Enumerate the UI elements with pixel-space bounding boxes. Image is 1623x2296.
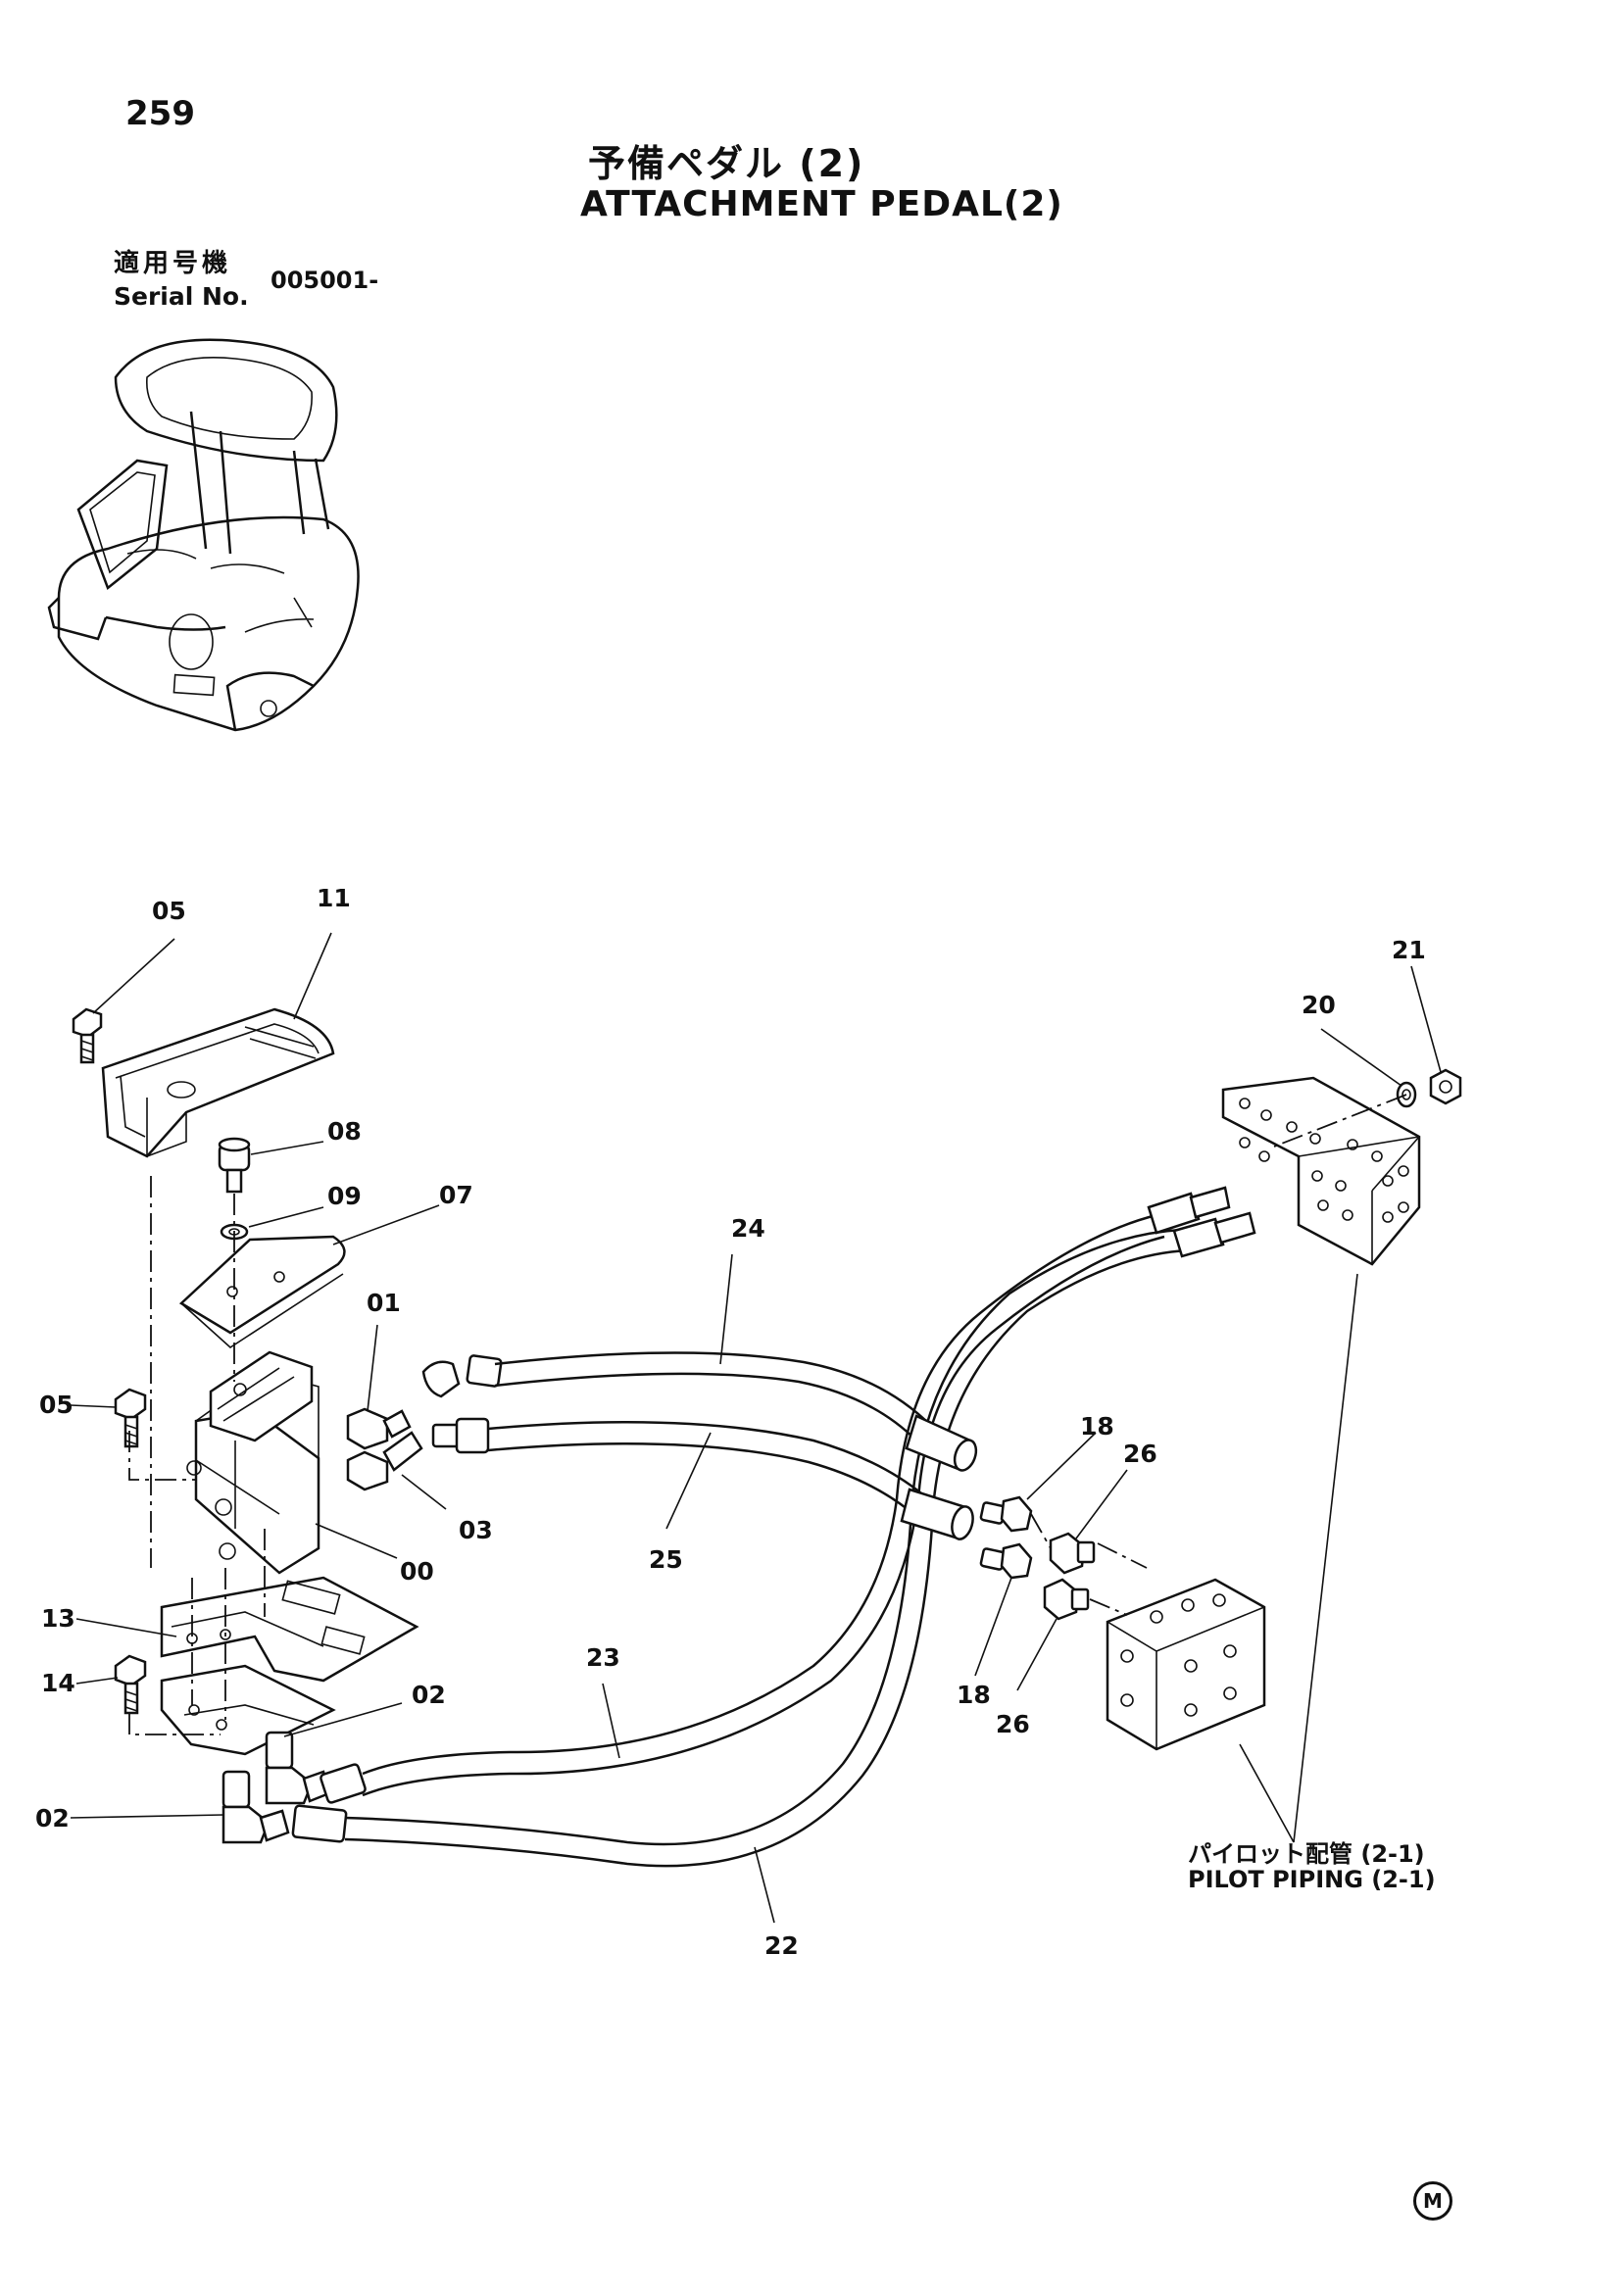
serial-label-en: Serial No. <box>114 282 249 311</box>
nut-part-21 <box>1429 1068 1462 1105</box>
callout-21: 21 <box>1392 936 1426 964</box>
hose-part-22 <box>344 1228 1189 1868</box>
callout-05-mid: 05 <box>39 1391 74 1419</box>
fitting-part-26a <box>1049 1532 1096 1575</box>
callout-18-upper: 18 <box>1080 1412 1114 1441</box>
serial-value: 005001- <box>270 267 379 294</box>
callout-05-top: 05 <box>152 897 186 925</box>
callout-09: 09 <box>327 1182 362 1210</box>
callout-22: 22 <box>764 1931 799 1960</box>
reference-label-en: PILOT PIPING (2-1) <box>1188 1866 1436 1893</box>
elbow-part-02a <box>265 1731 331 1805</box>
excavator-cab-icon <box>47 338 360 732</box>
callout-11: 11 <box>317 884 351 912</box>
manifold-block-lower <box>1106 1578 1266 1751</box>
valve-part-00 <box>186 1350 320 1575</box>
cover-part-11 <box>101 1007 335 1158</box>
callout-02-upper: 02 <box>412 1681 446 1709</box>
callout-18-lower: 18 <box>957 1681 991 1709</box>
callout-25: 25 <box>649 1545 683 1574</box>
callout-20: 20 <box>1302 991 1336 1019</box>
callout-02-lower: 02 <box>35 1804 70 1832</box>
page-title-en: ATTACHMENT PEDAL(2) <box>580 184 1063 224</box>
callout-03: 03 <box>459 1516 493 1544</box>
hose-part-25 <box>487 1421 927 1515</box>
callout-07: 07 <box>439 1181 473 1209</box>
callout-08: 08 <box>327 1117 362 1146</box>
callout-13: 13 <box>41 1604 75 1633</box>
callout-14: 14 <box>41 1669 75 1697</box>
fitting-part-18b <box>979 1542 1033 1580</box>
callout-00: 00 <box>400 1557 434 1586</box>
hose-end-24-left <box>421 1360 461 1398</box>
coupling-22-right <box>1172 1211 1256 1258</box>
fitting-part-18a <box>979 1495 1033 1533</box>
assembly-centerlines <box>128 1094 1407 1735</box>
hose-nut-23 <box>320 1763 367 1804</box>
hose-nut-22 <box>291 1804 348 1843</box>
bracket-part-07 <box>178 1235 346 1349</box>
circled-m-icon: M <box>1413 2181 1452 2221</box>
fitting-part-01 <box>346 1407 412 1450</box>
reference-label-jp: パイロット配管 (2-1) <box>1188 1840 1425 1868</box>
coupling-24-right <box>905 1414 978 1472</box>
cap-screw-part-08 <box>218 1137 251 1194</box>
coupling-25-right <box>900 1488 974 1540</box>
leader-lines <box>70 932 1442 1924</box>
bolt-part-05a <box>72 1007 103 1064</box>
callout-01: 01 <box>367 1289 401 1317</box>
callout-26-upper: 26 <box>1123 1440 1157 1468</box>
fitting-part-03 <box>346 1431 423 1491</box>
fitting-part-26b <box>1043 1578 1090 1621</box>
elbow-part-02b <box>221 1770 290 1844</box>
hose-part-24 <box>494 1351 932 1441</box>
page-number: 259 <box>125 94 195 133</box>
page-title-jp: 予備ペダル (2) <box>588 142 865 185</box>
callout-26-lower: 26 <box>996 1710 1030 1738</box>
serial-label-jp: 適用号機 <box>114 249 232 278</box>
manifold-block-upper <box>1221 1076 1421 1266</box>
bolt-part-14 <box>114 1654 147 1715</box>
callout-24: 24 <box>731 1214 765 1243</box>
hose-part-23 <box>362 1213 1165 1797</box>
bolt-part-05b <box>114 1388 147 1448</box>
coupling-23-right <box>1147 1186 1231 1235</box>
hose-nut-25 <box>455 1417 490 1454</box>
hose-nut-24 <box>466 1354 503 1388</box>
base-plate-part-13 <box>160 1576 419 1756</box>
callout-23: 23 <box>586 1643 620 1672</box>
hose-end-25-left <box>431 1423 461 1448</box>
